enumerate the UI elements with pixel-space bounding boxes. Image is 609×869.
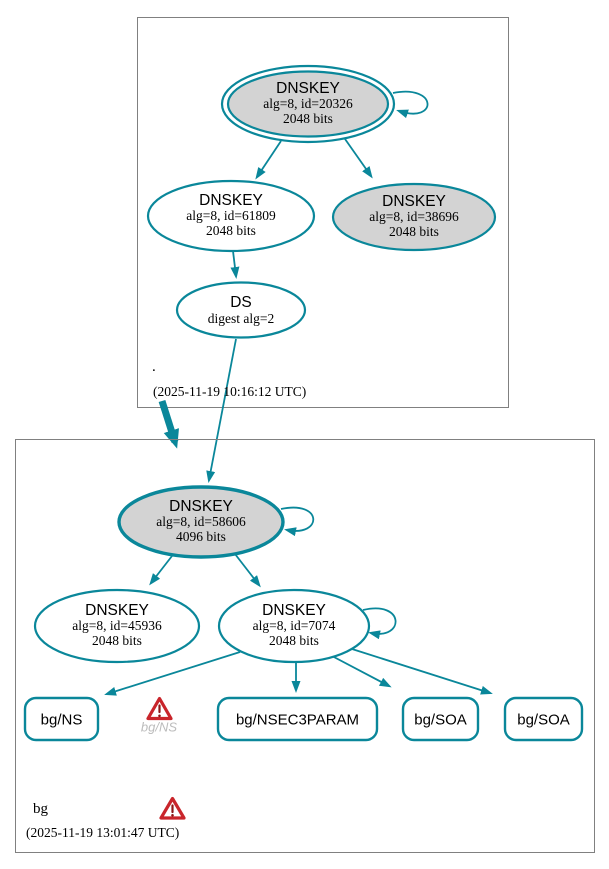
node-bg-dnskey-45936-ellipse xyxy=(33,588,201,664)
edge-root-ksk-to-key38696 xyxy=(344,138,373,179)
warning-bg-ns-label: bg/NS xyxy=(141,720,177,735)
node-rrset-bg-ns[interactable]: bg/NS xyxy=(23,696,100,742)
node-detail: alg=8, id=61809 xyxy=(186,208,276,223)
edge-zsk7074-to-soa2 xyxy=(351,648,493,695)
node-detail: alg=8, id=45936 xyxy=(72,618,162,633)
node-detail: alg=8, id=38696 xyxy=(369,209,459,224)
node-detail: 2048 bits xyxy=(283,111,333,126)
edge-bg-zsk7074-selfsign xyxy=(362,607,397,640)
node-detail: 4096 bits xyxy=(176,529,226,544)
node-rrset-bg-soa-1[interactable]: bg/SOA xyxy=(401,696,480,742)
node-bg-dnskey-7074[interactable]: DNSKEY alg=8, id=7074 2048 bits xyxy=(217,588,371,664)
rrset-label: bg/NSEC3PARAM xyxy=(236,712,359,729)
node-root-dnskey-38696[interactable]: DNSKEY alg=8, id=38696 2048 bits xyxy=(331,182,497,252)
node-detail: digest alg=2 xyxy=(208,311,274,326)
warning-exclamation-dot xyxy=(158,714,161,718)
node-root-dnskey-38696-ellipse xyxy=(331,182,497,252)
node-title: DNSKEY xyxy=(382,193,446,210)
node-detail: 2048 bits xyxy=(92,633,142,648)
node-title: DNSKEY xyxy=(276,80,340,97)
node-root-ds-ellipse xyxy=(175,281,307,339)
node-root-dnskey-61809-ellipse xyxy=(146,179,316,253)
node-bg-dnskey-45936[interactable]: DNSKEY alg=8, id=45936 2048 bits xyxy=(33,588,201,664)
edge-root-ksk-to-zsk61809 xyxy=(255,140,282,180)
node-detail: 2048 bits xyxy=(389,224,439,239)
edge-root-ksk-selfsign xyxy=(392,90,429,119)
rrset-label: bg/SOA xyxy=(414,712,467,729)
node-detail: alg=8, id=58606 xyxy=(156,514,246,529)
node-bg-dnskey-58606[interactable]: DNSKEY alg=8, id=58606 4096 bits xyxy=(117,485,285,559)
node-detail: alg=8, id=7074 xyxy=(253,618,336,633)
zone-label-bg: bg xyxy=(33,801,49,817)
zone-timestamp-root: (2025-11-19 10:16:12 UTC) xyxy=(153,384,306,399)
edge-bg-ksk-to-zsk7074 xyxy=(234,553,261,588)
node-rrset-bg-nsec3param[interactable]: bg/NSEC3PARAM xyxy=(216,696,379,742)
warning-bg-ns[interactable]: bg/NS xyxy=(141,696,177,735)
node-rrset-bg-soa-1-rect xyxy=(401,696,480,742)
rrset-label: bg/NS xyxy=(41,712,83,729)
zone-box-bg xyxy=(15,439,595,853)
node-title: DS xyxy=(230,294,252,311)
warning-zone-bg[interactable] xyxy=(159,796,186,820)
node-bg-dnskey-7074-ellipse xyxy=(217,588,371,664)
edge-zsk7074-to-ns xyxy=(104,651,241,696)
edge-zsk61809-to-ds xyxy=(230,250,240,279)
node-detail: 2048 bits xyxy=(269,633,319,648)
node-root-ds[interactable]: DS digest alg=2 xyxy=(175,281,307,339)
node-rrset-bg-ns-rect xyxy=(23,696,100,742)
rrset-label: bg/SOA xyxy=(517,712,570,729)
node-detail: alg=8, id=20326 xyxy=(263,96,353,111)
node-title: DNSKEY xyxy=(169,498,233,515)
node-root-dnskey-61809[interactable]: DNSKEY alg=8, id=61809 2048 bits xyxy=(146,179,316,253)
node-rrset-bg-soa-2[interactable]: bg/SOA xyxy=(503,696,584,742)
node-bg-dnskey-58606-ellipse xyxy=(117,485,285,559)
edge-bg-ksk-to-zsk45936 xyxy=(149,555,173,586)
node-rrset-bg-soa-2-rect xyxy=(503,696,584,742)
edge-delegation-root-to-bg xyxy=(158,399,179,449)
zone-timestamp-bg: (2025-11-19 13:01:47 UTC) xyxy=(26,825,179,840)
node-title: DNSKEY xyxy=(199,192,263,209)
edge-zsk7074-to-soa1 xyxy=(331,655,392,688)
edge-ds-to-bg-ksk xyxy=(206,338,237,483)
edge-bg-ksk-selfsign xyxy=(280,506,315,537)
node-rrset-bg-nsec3param-rect xyxy=(216,696,379,742)
node-title: DNSKEY xyxy=(262,602,326,619)
zone-box-root xyxy=(137,17,509,408)
zone-label-root: . xyxy=(152,359,156,375)
node-title: DNSKEY xyxy=(85,602,149,619)
node-root-dnskey-20326[interactable]: DNSKEY alg=8, id=20326 2048 bits xyxy=(220,64,396,144)
warning-exclamation-dot xyxy=(171,814,174,817)
node-detail: 2048 bits xyxy=(206,223,256,238)
node-root-dnskey-20326-inner-ring xyxy=(226,70,390,138)
